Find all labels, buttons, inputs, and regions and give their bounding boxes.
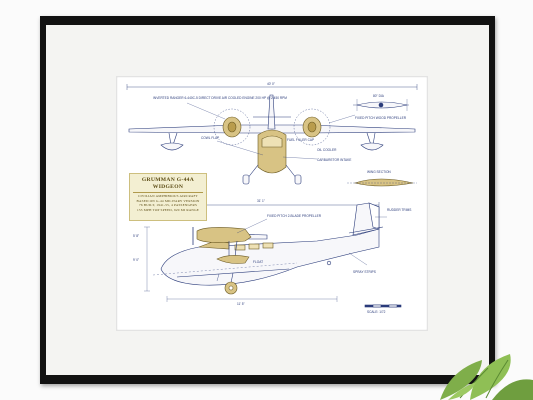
print-subtitle-2: BASED ON G-44 MILITARY VERSION xyxy=(136,198,200,203)
plant-leaves-icon xyxy=(440,354,533,400)
print-title: GRUMMAN G-44A WIDGEON xyxy=(133,177,203,193)
label-carb: CARBURETOR INTAKE xyxy=(317,158,351,162)
label-engine-note: INVERTED RANGER 6-440C-5 DIRECT DRIVE AI… xyxy=(153,96,287,100)
label-side-length: 31' 1" xyxy=(257,199,265,203)
label-fuel-cap: FUEL FILLER CAP xyxy=(287,138,314,142)
print-subtitle-3: 76 BUILT, 1941-55, 4 PASSENGERS xyxy=(138,203,198,208)
label-scale: SCALE: 1/72 xyxy=(367,310,386,314)
label-rudder: RUDDER TRIMS xyxy=(387,208,411,212)
label-side-prop: FIXED PITCH 2-BLADE PROPELLER xyxy=(267,214,322,218)
blueprint-drawing: 40' 0" INVERTED RANGER 6-440C-5 DIRECT D… xyxy=(126,82,418,314)
title-cartouche: GRUMMAN G-44A WIDGEON CIVILIAN AMPHIBIOU… xyxy=(129,173,207,221)
label-dim-b: 11' 5" xyxy=(237,302,245,306)
label-prop-note: FIXED PITCH WOOD PROPELLER xyxy=(355,116,407,120)
blueprint-print: 40' 0" INVERTED RANGER 6-440C-5 DIRECT D… xyxy=(116,76,428,331)
label-spray: SPRAY STRIPS xyxy=(353,270,376,274)
label-wing-section: WING SECTION xyxy=(367,170,391,174)
label-dim-a: 9' 0" xyxy=(133,258,139,262)
label-prop-dim: 80" DIA xyxy=(373,94,385,98)
print-subtitle-1: CIVILIAN AMPHIBIOUS AIRCRAFT xyxy=(138,194,198,198)
print-subtitle-4: 153 MPH TOP SPEED, 920 MI RANGE xyxy=(137,207,199,212)
label-top-span: 40' 0" xyxy=(267,82,275,86)
label-dim-c: 5' 8" xyxy=(133,234,139,238)
label-float: FLOAT xyxy=(253,260,263,264)
label-oil-cooler: OIL COOLER xyxy=(317,148,337,152)
label-cowl: COWL FLAP xyxy=(201,136,219,140)
